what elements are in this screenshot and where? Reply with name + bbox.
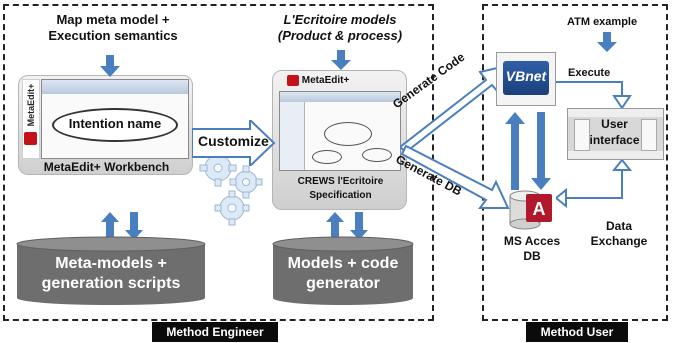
crews-diagram-node [362,148,392,162]
user-interface-label: User interface [589,117,640,147]
metaedit-workbench-panel: MetaEdit+ Intention name MetaEdit+ Workb… [18,75,193,175]
metaedit-logo-icon [24,132,37,145]
vbnet-text: VBnet [505,68,547,84]
arrow-down-atm [597,32,617,52]
left-db-arrows [101,212,143,240]
metaedit-top-logo: MetaEdit+ [287,75,397,89]
middle-db-arrows [326,212,368,240]
svg-text:A: A [533,199,546,219]
execute-label: Execute [568,67,611,79]
ms-access-db-icon: A [509,190,552,230]
method-engineer-tag: Method Engineer [152,322,278,342]
crews-diagram-node [312,150,342,164]
vbnet-access-arrows [505,112,551,190]
meta-models-db [16,236,206,305]
intention-ellipse [52,108,178,142]
vbnet-document: VBnet [496,52,556,106]
crews-sidebar [280,102,305,170]
data-exchange-arrow [556,160,633,209]
customize-arrow [192,120,276,166]
method-user-tag: Method User [526,322,628,342]
ui-window [574,119,590,151]
ui-window [641,119,657,151]
crews-toolbar [280,92,400,102]
models-code-db [272,236,414,305]
crews-spec-panel: MetaEdit+ CREWS l'Ecritoire Specificatio… [272,70,407,210]
data-exchange-label: Data Exchange [590,219,648,248]
workbench-caption: MetaEdit+ Workbench [43,160,170,174]
atm-example-label: ATM example [567,16,638,28]
method-user-frame [482,4,668,321]
execute-arrow [556,78,632,110]
workbench-toolbar [42,80,188,94]
crews-screen [279,91,401,171]
map-meta-model-text: Map meta model + Execution semantics [48,12,178,43]
metaedit-side-logo: MetaEdit+ [22,79,40,159]
metaedit-logo-icon [287,75,299,86]
crews-caption: CREWS l'Ecritoire Specification [297,176,384,201]
models-code-db-label: Models + code generator [287,255,399,292]
crews-diagram-node [324,122,372,146]
vbnet-badge [503,61,549,95]
ui-strip [568,109,663,117]
customize-label: Customize [198,133,269,149]
ui-strip [568,151,663,159]
meta-models-db-label: Meta-models + generation scripts [41,255,181,292]
ms-access-label: MS Acces DB [503,234,561,263]
user-interface-screen [567,108,664,160]
metaedit-side-logo-text: MetaEdit+ [26,83,36,127]
intention-name-text: Intention name [68,116,162,131]
arrow-down-middle-top [331,50,351,70]
arrow-down-left-top [100,55,120,77]
workbench-screen: Intention name [41,79,189,159]
ecritoire-title: L'Ecritoire models (Product & process) [277,12,403,43]
